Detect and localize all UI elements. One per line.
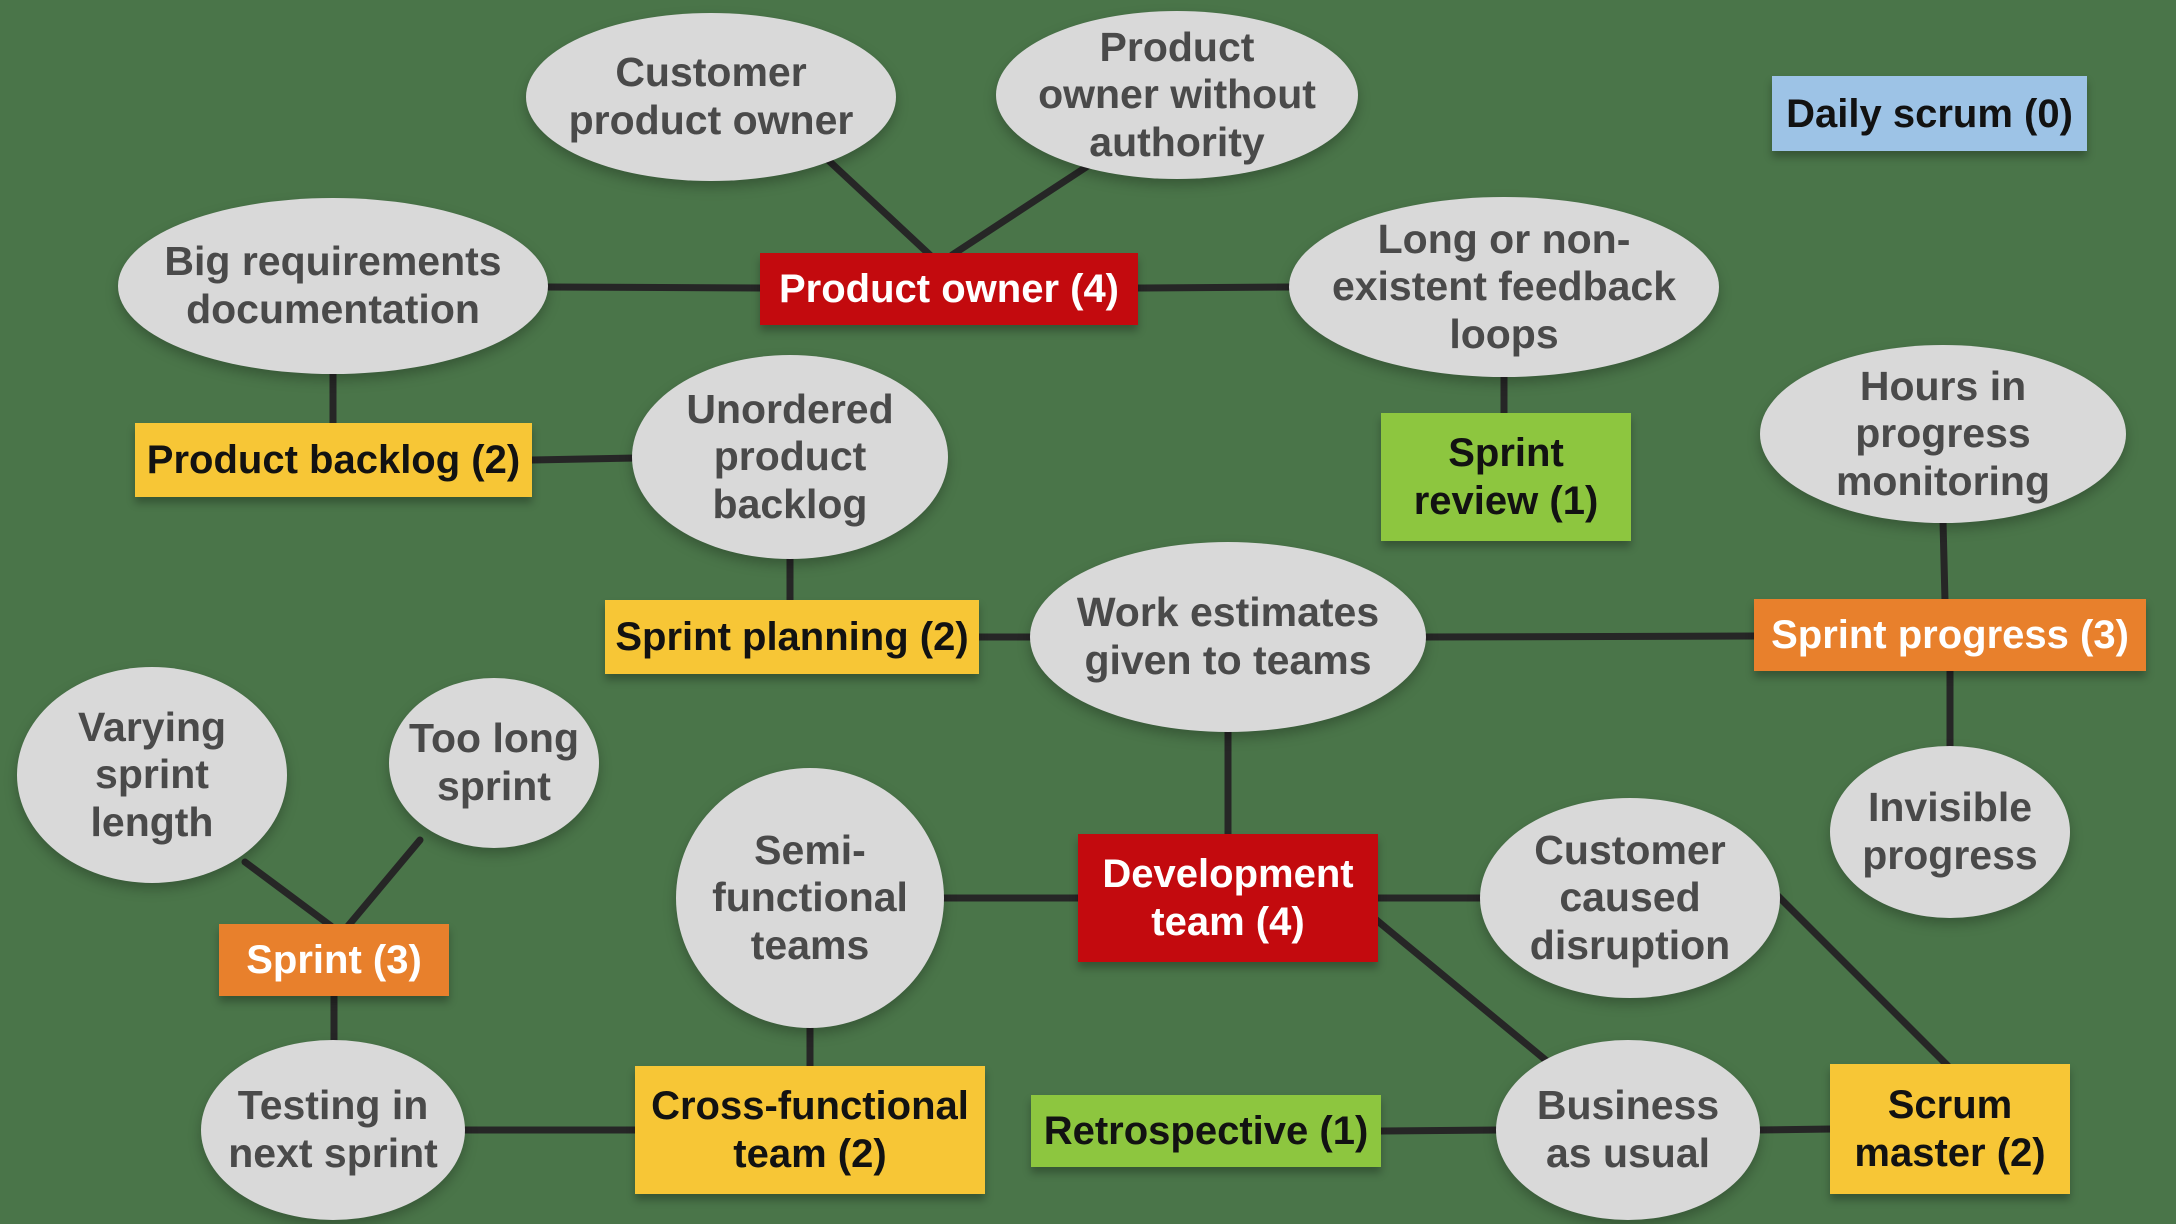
node-label: Daily scrum (0) [1786, 91, 2073, 136]
node-too-long-sprint: Too long sprint [389, 678, 599, 848]
node-label: Business as usual [1536, 1082, 1720, 1176]
edge-too-long-sprint--sprint [344, 836, 424, 930]
node-label: Varying sprint length [77, 703, 227, 845]
node-label: Scrum master (2) [1854, 1083, 2046, 1175]
node-long-feedback-loops: Long or non- existent feedback loops [1289, 197, 1719, 377]
edge-hours-in-progress-monitoring--sprint-progress [1939, 517, 1949, 605]
node-sprint: Sprint (3) [219, 924, 449, 996]
node-label: Product owner (4) [778, 267, 1120, 311]
edge-product-backlog--unordered-product-backlog [528, 454, 640, 464]
node-sprint-planning: Sprint planning (2) [605, 600, 979, 674]
edge-customer-caused-disruption--scrum-master [1774, 892, 1952, 1070]
node-hours-in-progress-monitoring: Hours in progress monitoring [1760, 345, 2126, 523]
edge-development-team--business-as-usual [1370, 914, 1552, 1066]
node-label: Customer product owner [568, 49, 854, 143]
node-product-owner-without-authority: Product owner without authority [996, 11, 1358, 179]
node-label: Development team (4) [1102, 852, 1354, 944]
node-development-team: Development team (4) [1078, 834, 1378, 962]
node-label: Retrospective (1) [1043, 1109, 1369, 1153]
node-daily-scrum: Daily scrum (0) [1772, 76, 2087, 151]
edge-business-as-usual--scrum-master [1754, 1125, 1836, 1134]
node-label: Long or non- existent feedback loops [1331, 215, 1677, 357]
node-big-requirements-documentation: Big requirements documentation [118, 198, 548, 374]
node-customer-product-owner: Customer product owner [526, 13, 896, 181]
node-label: Invisible progress [1862, 784, 2038, 878]
node-label: Product owner without authority [1038, 23, 1316, 165]
node-label: Product backlog (2) [146, 438, 521, 482]
node-invisible-progress: Invisible progress [1830, 746, 2070, 918]
node-label: Big requirements documentation [164, 238, 502, 332]
node-business-as-usual: Business as usual [1496, 1040, 1760, 1220]
node-customer-caused-disruption: Customer caused disruption [1480, 798, 1780, 998]
node-label: Semi- functional teams [712, 826, 908, 968]
node-cross-functional-team: Cross-functional team (2) [635, 1066, 985, 1194]
node-label: Work estimates given to teams [1076, 589, 1380, 683]
edge-customer-product-owner--product-owner [824, 156, 934, 259]
node-semi-functional-teams: Semi- functional teams [676, 768, 944, 1028]
edge-product-owner-without-authority--product-owner [948, 154, 1104, 259]
edge-varying-sprint-length--sprint [241, 858, 335, 930]
node-sprint-progress: Sprint progress (3) [1754, 599, 2146, 671]
node-label: Sprint (3) [246, 938, 422, 982]
edge-big-requirements-documentation--product-owner [544, 283, 766, 292]
node-scrum-master: Scrum master (2) [1830, 1064, 2070, 1194]
node-work-estimates-given-to-teams: Work estimates given to teams [1030, 542, 1426, 732]
node-label: Sprint progress (3) [1771, 613, 2129, 657]
node-testing-in-next-sprint: Testing in next sprint [201, 1040, 465, 1220]
node-label: Customer caused disruption [1529, 826, 1731, 968]
node-unordered-product-backlog: Unordered product backlog [632, 355, 948, 559]
edge-retrospective--business-as-usual [1377, 1126, 1504, 1135]
node-label: Hours in progress monitoring [1835, 362, 2051, 504]
edge-work-estimates-given-to-teams--sprint-progress [1420, 632, 1760, 641]
node-label: Testing in next sprint [228, 1082, 438, 1176]
node-label: Sprint review (1) [1413, 431, 1599, 523]
node-label: Sprint planning (2) [615, 615, 969, 659]
node-label: Unordered product backlog [686, 385, 894, 527]
node-sprint-review: Sprint review (1) [1381, 413, 1631, 541]
node-label: Too long sprint [408, 715, 579, 809]
node-label: Cross-functional team (2) [651, 1084, 969, 1176]
node-varying-sprint-length: Varying sprint length [17, 667, 287, 883]
node-product-owner: Product owner (4) [760, 253, 1138, 325]
node-retrospective: Retrospective (1) [1031, 1095, 1381, 1167]
node-product-backlog: Product backlog (2) [135, 423, 532, 497]
edge-product-owner--long-feedback-loops [1134, 283, 1295, 292]
